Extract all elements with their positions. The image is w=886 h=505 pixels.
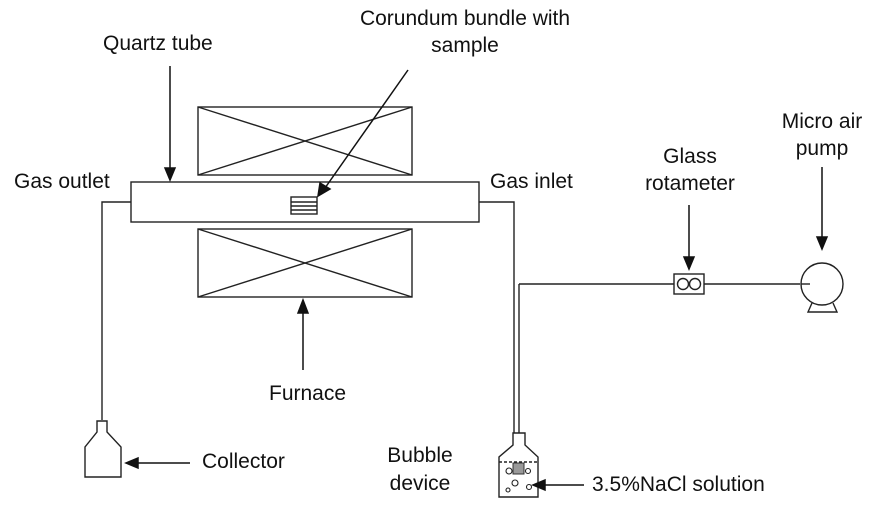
outlet-pipe bbox=[101, 201, 131, 420]
quartz-tube-label: Quartz tube bbox=[103, 32, 213, 55]
corundum-sample bbox=[290, 196, 318, 215]
furnace-upper-block bbox=[197, 106, 413, 176]
bubble-label-line1: Bubble bbox=[387, 444, 453, 467]
rotameter-label-line1: Glass bbox=[663, 145, 717, 168]
furnace-lower-block bbox=[197, 228, 413, 298]
rotameter bbox=[673, 273, 705, 295]
gas-inlet-label: Gas inlet bbox=[490, 170, 573, 193]
inlet-pipe bbox=[479, 201, 515, 440]
pump-label-line1: Micro air bbox=[781, 110, 863, 133]
bubbles bbox=[505, 467, 533, 493]
collector-label: Collector bbox=[202, 450, 285, 473]
quartz-tube bbox=[130, 181, 480, 223]
solution-label: 3.5%NaCl solution bbox=[592, 473, 765, 496]
corundum-label-line1: Corundum bundle with bbox=[359, 7, 571, 30]
collector-bottle bbox=[84, 420, 122, 478]
pump-label-line2: pump bbox=[795, 137, 849, 160]
micro-air-pump bbox=[800, 262, 844, 313]
furnace-label: Furnace bbox=[269, 382, 347, 405]
bubble-label-line2: device bbox=[389, 472, 451, 495]
rotameter-label-line2: rotameter bbox=[645, 172, 735, 195]
gas-outlet-label: Gas outlet bbox=[14, 170, 110, 193]
corundum-label-line2: sample bbox=[431, 34, 499, 57]
